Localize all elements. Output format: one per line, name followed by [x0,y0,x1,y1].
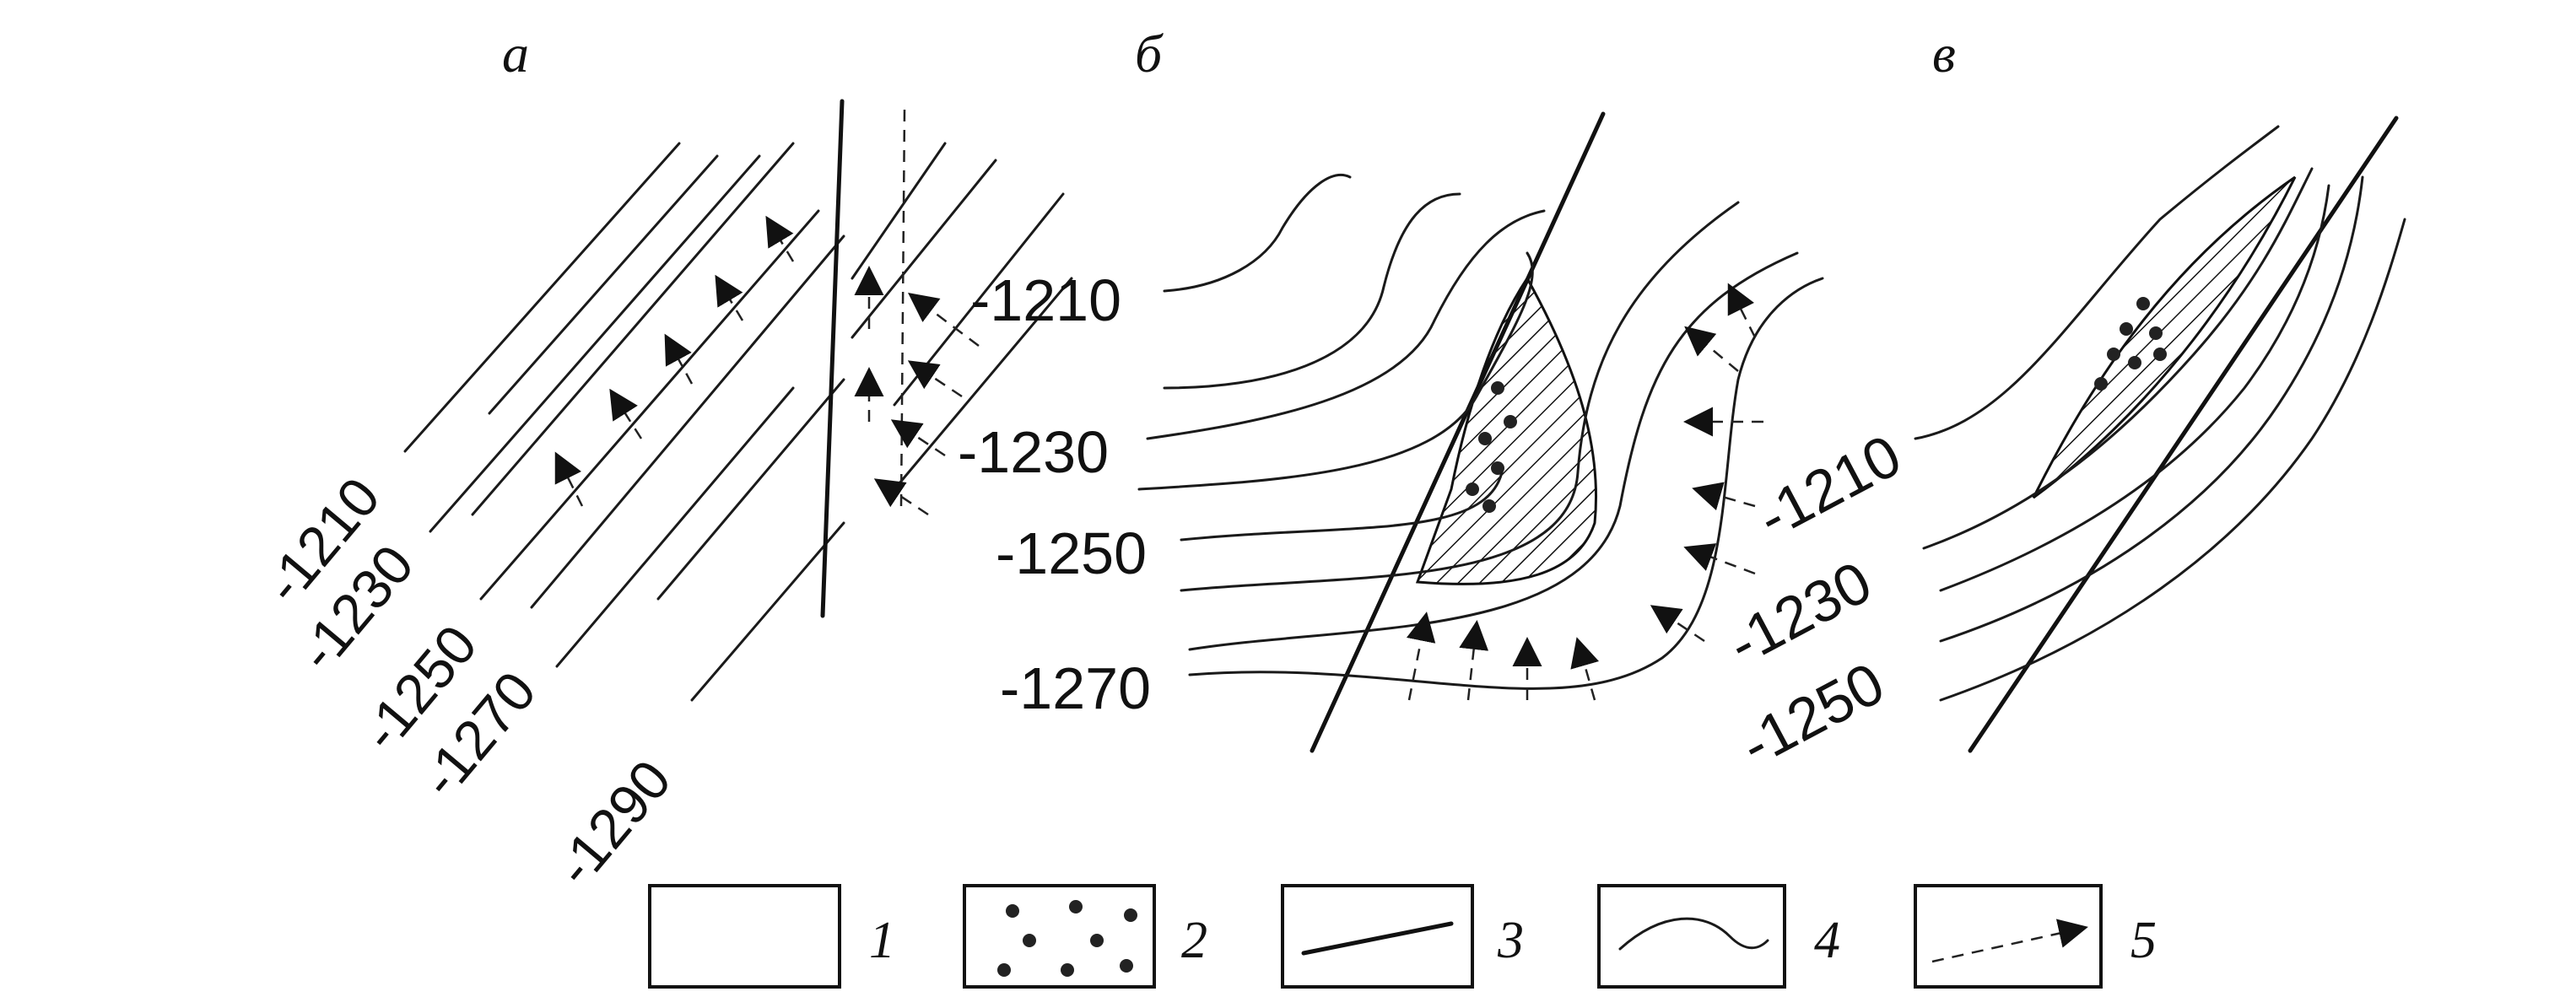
panel-b-dot-cluster [1466,381,1517,513]
legend: 1 2 3 4 5 [648,884,2157,989]
panel-a: -1210 -1230 -1250 -1270 -1290 [252,99,1073,897]
panel-b-fault [1310,111,1606,753]
panel-b-contour-label-1: -1210 [970,267,1121,333]
legend-num-2: 2 [1181,912,1207,969]
panel-c: -1210 -1230 -1250 [1717,116,2406,779]
panel-b: -1210 -1230 -1250 -1270 [958,111,1824,753]
panel-a-dashed-line [899,109,906,507]
panel-c-contour-label-1: -1210 [1747,422,1911,551]
legend-num-1: 1 [869,912,895,969]
panel-b-flow-arrows [1406,283,1763,701]
legend-num-4: 4 [1814,912,1840,969]
panel-b-letter: б [1135,24,1164,84]
legend-item-4: 4 [1597,884,1840,989]
panel-b-contour-label-2: -1230 [958,419,1109,485]
panel-a-contour-label-5: -1290 [543,748,683,897]
panel-c-contours [1914,125,2406,702]
panel-a-letter: а [502,24,529,84]
panel-b-contour-label-4: -1270 [1000,655,1151,721]
panel-b-contours [1137,174,1824,690]
legend-item-5: 5 [1914,884,2157,989]
legend-item-1: 1 [648,884,895,989]
panel-c-hatched-zone [2032,175,2297,499]
legend-num-5: 5 [2130,912,2157,969]
panel-a-fault [820,99,845,618]
legend-num-3: 3 [1497,912,1524,969]
panel-b-hatched-zone [1415,276,1598,585]
panel-a-flow-arrows [554,215,980,516]
panel-c-dot-cluster [2094,297,2167,391]
legend-item-2: 2 [963,884,1207,989]
panel-c-fault [1968,116,2399,753]
legend-item-3: 3 [1281,884,1524,989]
panel-b-contour-label-3: -1250 [996,520,1147,586]
panel-c-letter: в [1932,24,1956,84]
